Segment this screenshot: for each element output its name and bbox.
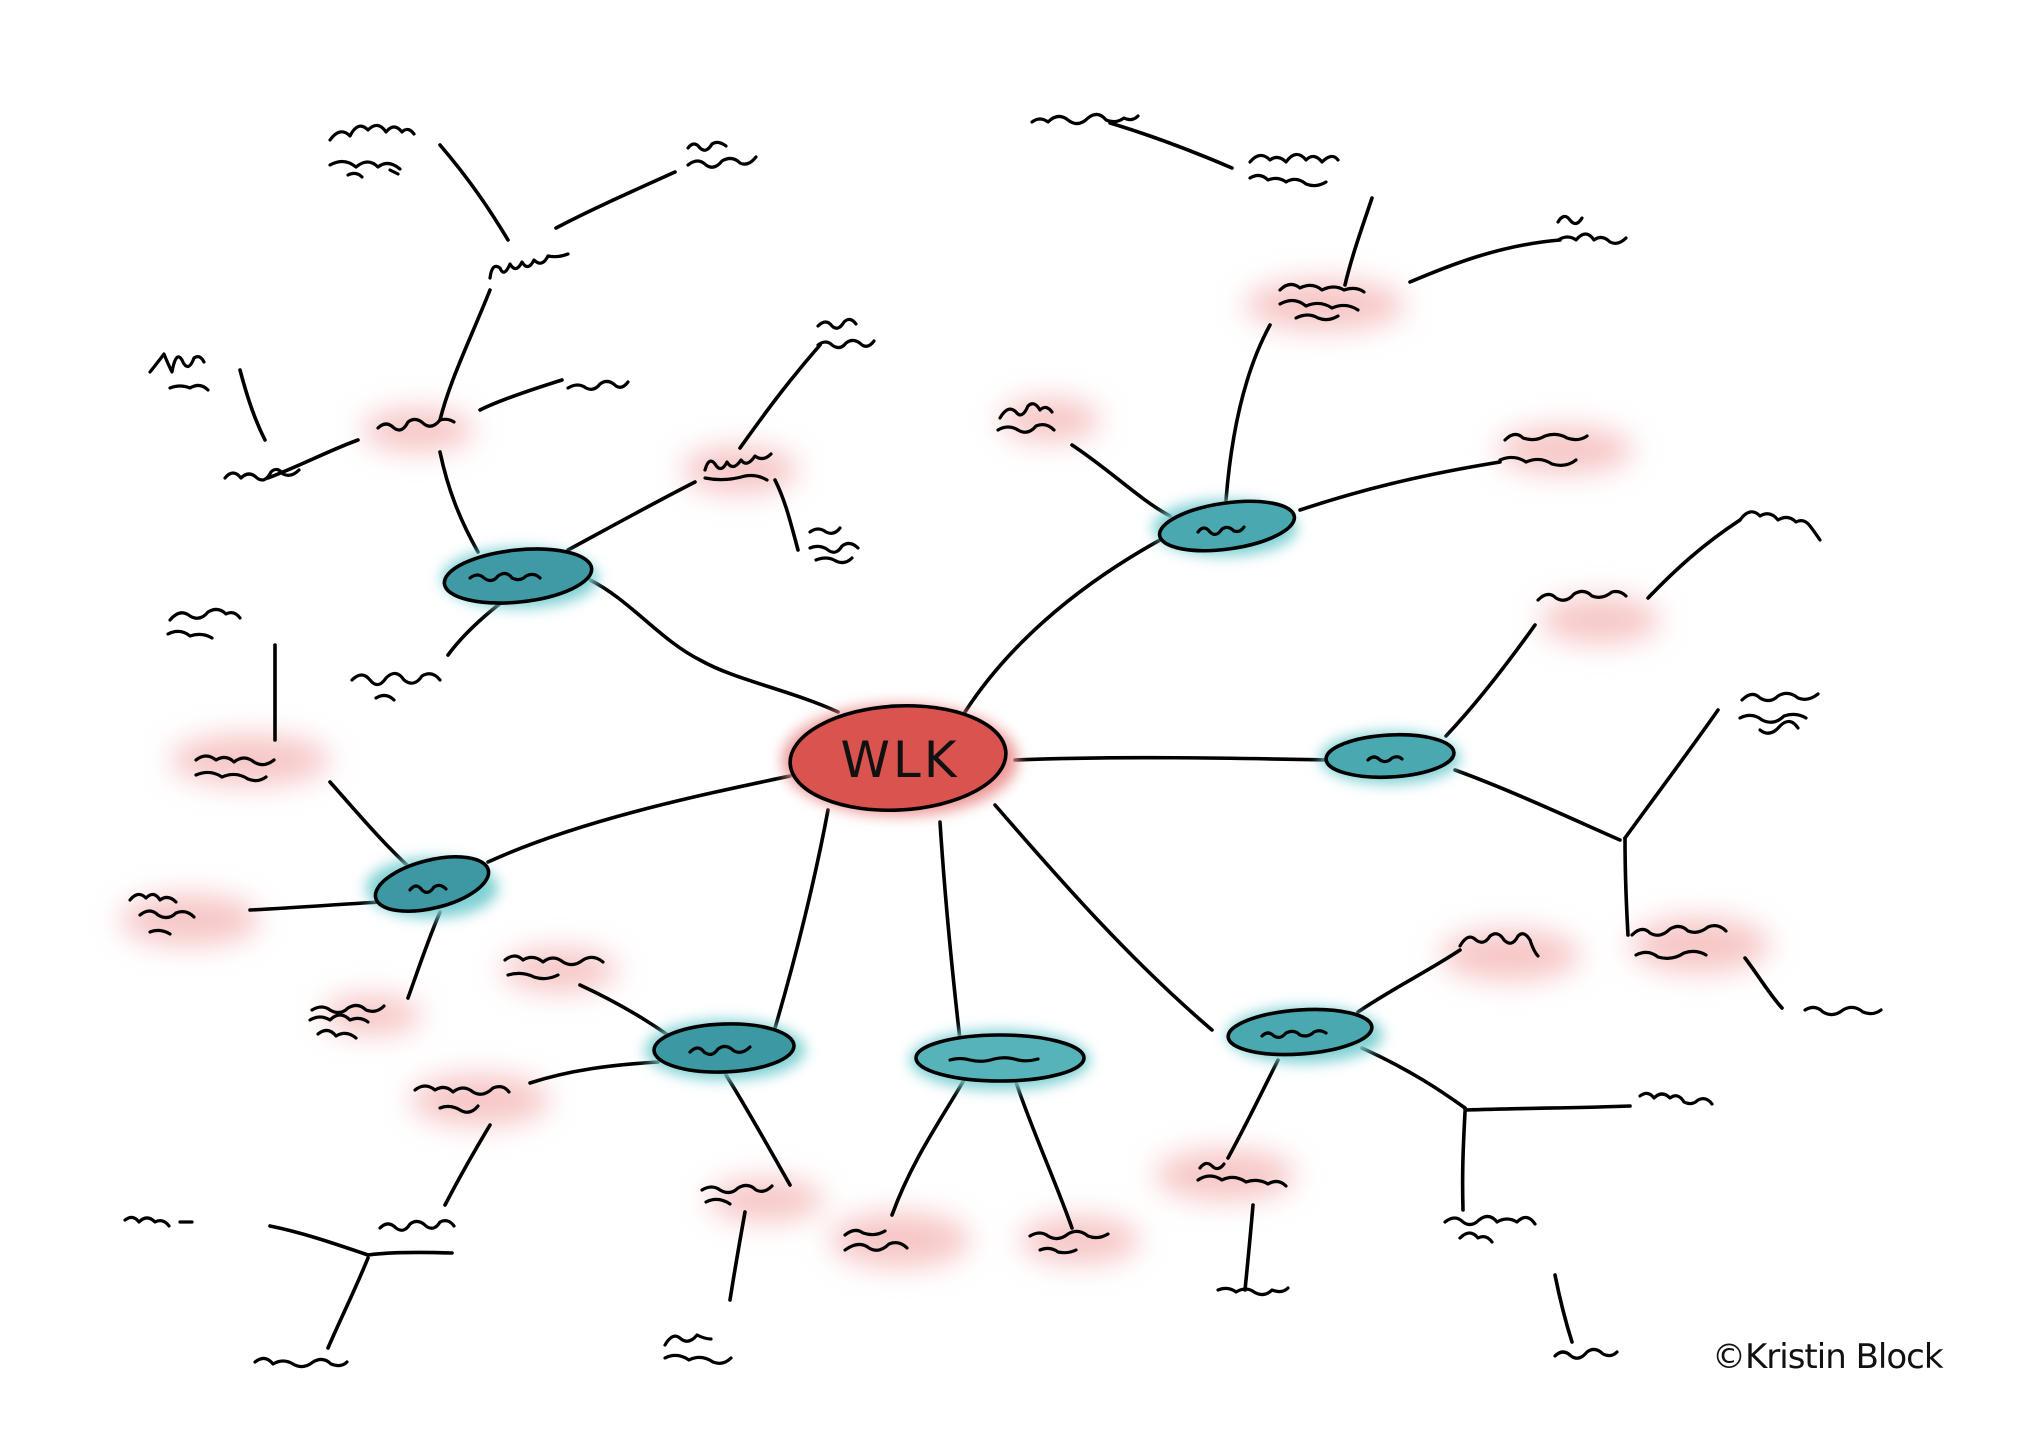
central-topic-label: WLK xyxy=(840,731,960,789)
scribble-word xyxy=(488,252,570,280)
scribble-word xyxy=(328,123,416,179)
scribble-word xyxy=(223,467,301,482)
scribble-word xyxy=(148,352,210,392)
scribble-word xyxy=(1556,214,1628,245)
scribble-word xyxy=(703,452,773,482)
scribble-word xyxy=(1278,282,1366,322)
branch-node-upper-left xyxy=(442,547,594,605)
scribble-word xyxy=(1553,1347,1619,1360)
branch-node-left xyxy=(373,855,491,913)
scribble-word xyxy=(350,671,442,702)
central-node xyxy=(788,703,1008,813)
scribble-word xyxy=(1028,1229,1110,1255)
branch-node-right xyxy=(1324,732,1456,780)
scribble-word xyxy=(996,402,1056,434)
scribble-word xyxy=(1458,932,1540,958)
scribble-word xyxy=(376,417,456,432)
scribble-word xyxy=(378,1219,456,1232)
branch-node-scribbles xyxy=(408,525,1404,1063)
scribble-word xyxy=(1196,1161,1288,1188)
scribble-word xyxy=(253,1356,349,1369)
scribble-word xyxy=(686,140,758,169)
scribble-word xyxy=(166,607,242,640)
scribble-word xyxy=(194,754,276,783)
scribble-word xyxy=(566,379,630,391)
scribble-word xyxy=(808,526,860,565)
scribble-word xyxy=(123,1215,194,1228)
connector-lines xyxy=(238,121,1784,1350)
scribble-word xyxy=(503,954,605,981)
branch-node-lower-right xyxy=(1226,1007,1374,1057)
scribble-word xyxy=(700,1183,774,1206)
scribble-word xyxy=(1738,510,1822,542)
scribble-word xyxy=(310,1003,386,1015)
scribble-word xyxy=(1498,432,1589,467)
scribble-word xyxy=(843,1228,909,1252)
scribble-word xyxy=(1030,112,1140,126)
scribble-word xyxy=(1638,1091,1714,1106)
scribble-word xyxy=(1738,691,1820,735)
scribble-word xyxy=(1630,924,1728,960)
copyright-notice: ©Kristin Block xyxy=(1712,1334,1982,1380)
scribble-word xyxy=(308,1013,370,1040)
scribble-word xyxy=(816,317,876,350)
scribble-word xyxy=(128,892,196,936)
scribble-word xyxy=(663,1333,733,1365)
scribble-word xyxy=(1803,1005,1883,1017)
scribble-word xyxy=(1216,1286,1290,1297)
subtopic-scribbles xyxy=(123,112,1883,1369)
scribble-word xyxy=(413,1084,511,1114)
scribble-word xyxy=(1536,589,1628,602)
scribble-word xyxy=(1248,152,1340,188)
scribble-word xyxy=(1443,1214,1537,1244)
